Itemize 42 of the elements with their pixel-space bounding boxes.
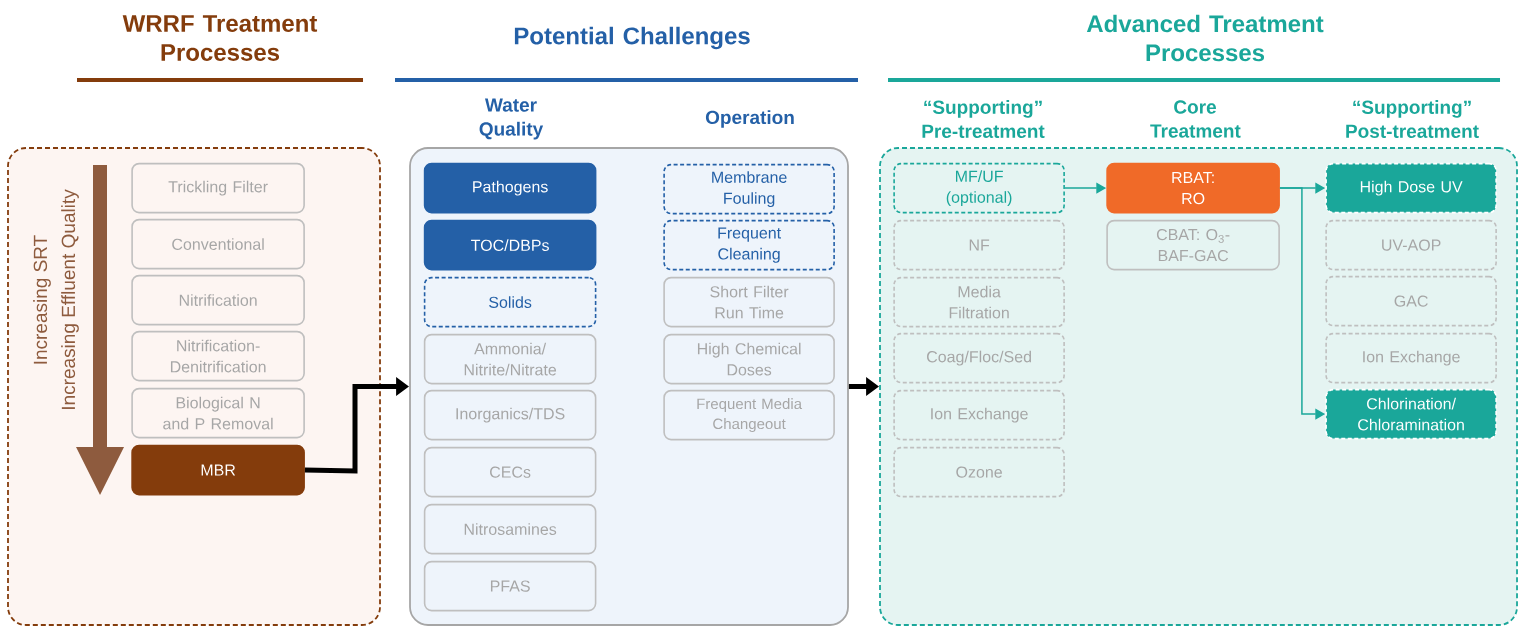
process-box: NF [893, 219, 1065, 271]
column-heading: “Supporting” Pre-treatment [922, 100, 1045, 138]
process-box: PFAS [423, 560, 597, 612]
arrow-label: Increasing Effluent Quality [61, 189, 79, 409]
process-box: Ion Exchange [1325, 332, 1497, 384]
process-box: GAC [1325, 275, 1497, 327]
process-box: Biological N and P Removal [131, 387, 305, 439]
column-heading: Core Treatment [1150, 100, 1241, 138]
process-box: Nitrosamines [423, 503, 597, 555]
process-box: Media Filtration [893, 276, 1065, 328]
process-box: High Dose UV [1325, 162, 1497, 214]
column-heading: Water Quality [479, 98, 544, 140]
process-box: TOC/DBPs [423, 219, 597, 271]
process-box: Frequent Media Changeout [663, 389, 835, 441]
process-box: Nitrification-Denitrification [131, 330, 305, 382]
process-box: Ion Exchange [893, 389, 1065, 441]
process-box: Frequent Cleaning [663, 219, 835, 271]
process-box: Inorganics/TDS [423, 389, 597, 441]
process-box: Coag/Floc/Sed [893, 332, 1065, 384]
process-box: Membrane Fouling [663, 163, 835, 215]
process-box: Short Filter Run Time [663, 276, 835, 328]
process-box: Solids [423, 276, 597, 328]
process-box: Conventional [131, 218, 305, 270]
panel-heading: Advanced Treatment Processes [1086, 14, 1324, 62]
process-box: Pathogens [423, 162, 597, 214]
column-heading: “Supporting” Post-treatment [1346, 100, 1479, 138]
arrow-label: Increasing SRT [33, 235, 51, 364]
panel-heading: Potential Challenges [514, 26, 750, 50]
process-box: RBAT: RO [1106, 162, 1280, 214]
column-heading: Operation [705, 110, 794, 128]
process-box: High Chemical Doses [663, 333, 835, 385]
process-box: CBAT: O$_{3}$-BAF-GAC [1106, 219, 1280, 271]
panel-heading: WRRF Treatment Processes [122, 15, 318, 61]
process-box: MBR [131, 444, 305, 496]
process-box: MF/UF (optional) [893, 162, 1065, 214]
process-box: Ammonia/ Nitrite/Nitrate [423, 333, 597, 385]
process-box: UV-AOP [1325, 219, 1497, 271]
process-box: Chlorination/ Chloramination [1325, 388, 1497, 440]
process-box: Ozone [893, 446, 1065, 498]
process-box: Trickling Filter [131, 162, 305, 214]
process-box: Nitrification [131, 274, 305, 326]
process-box: CECs [423, 446, 597, 498]
